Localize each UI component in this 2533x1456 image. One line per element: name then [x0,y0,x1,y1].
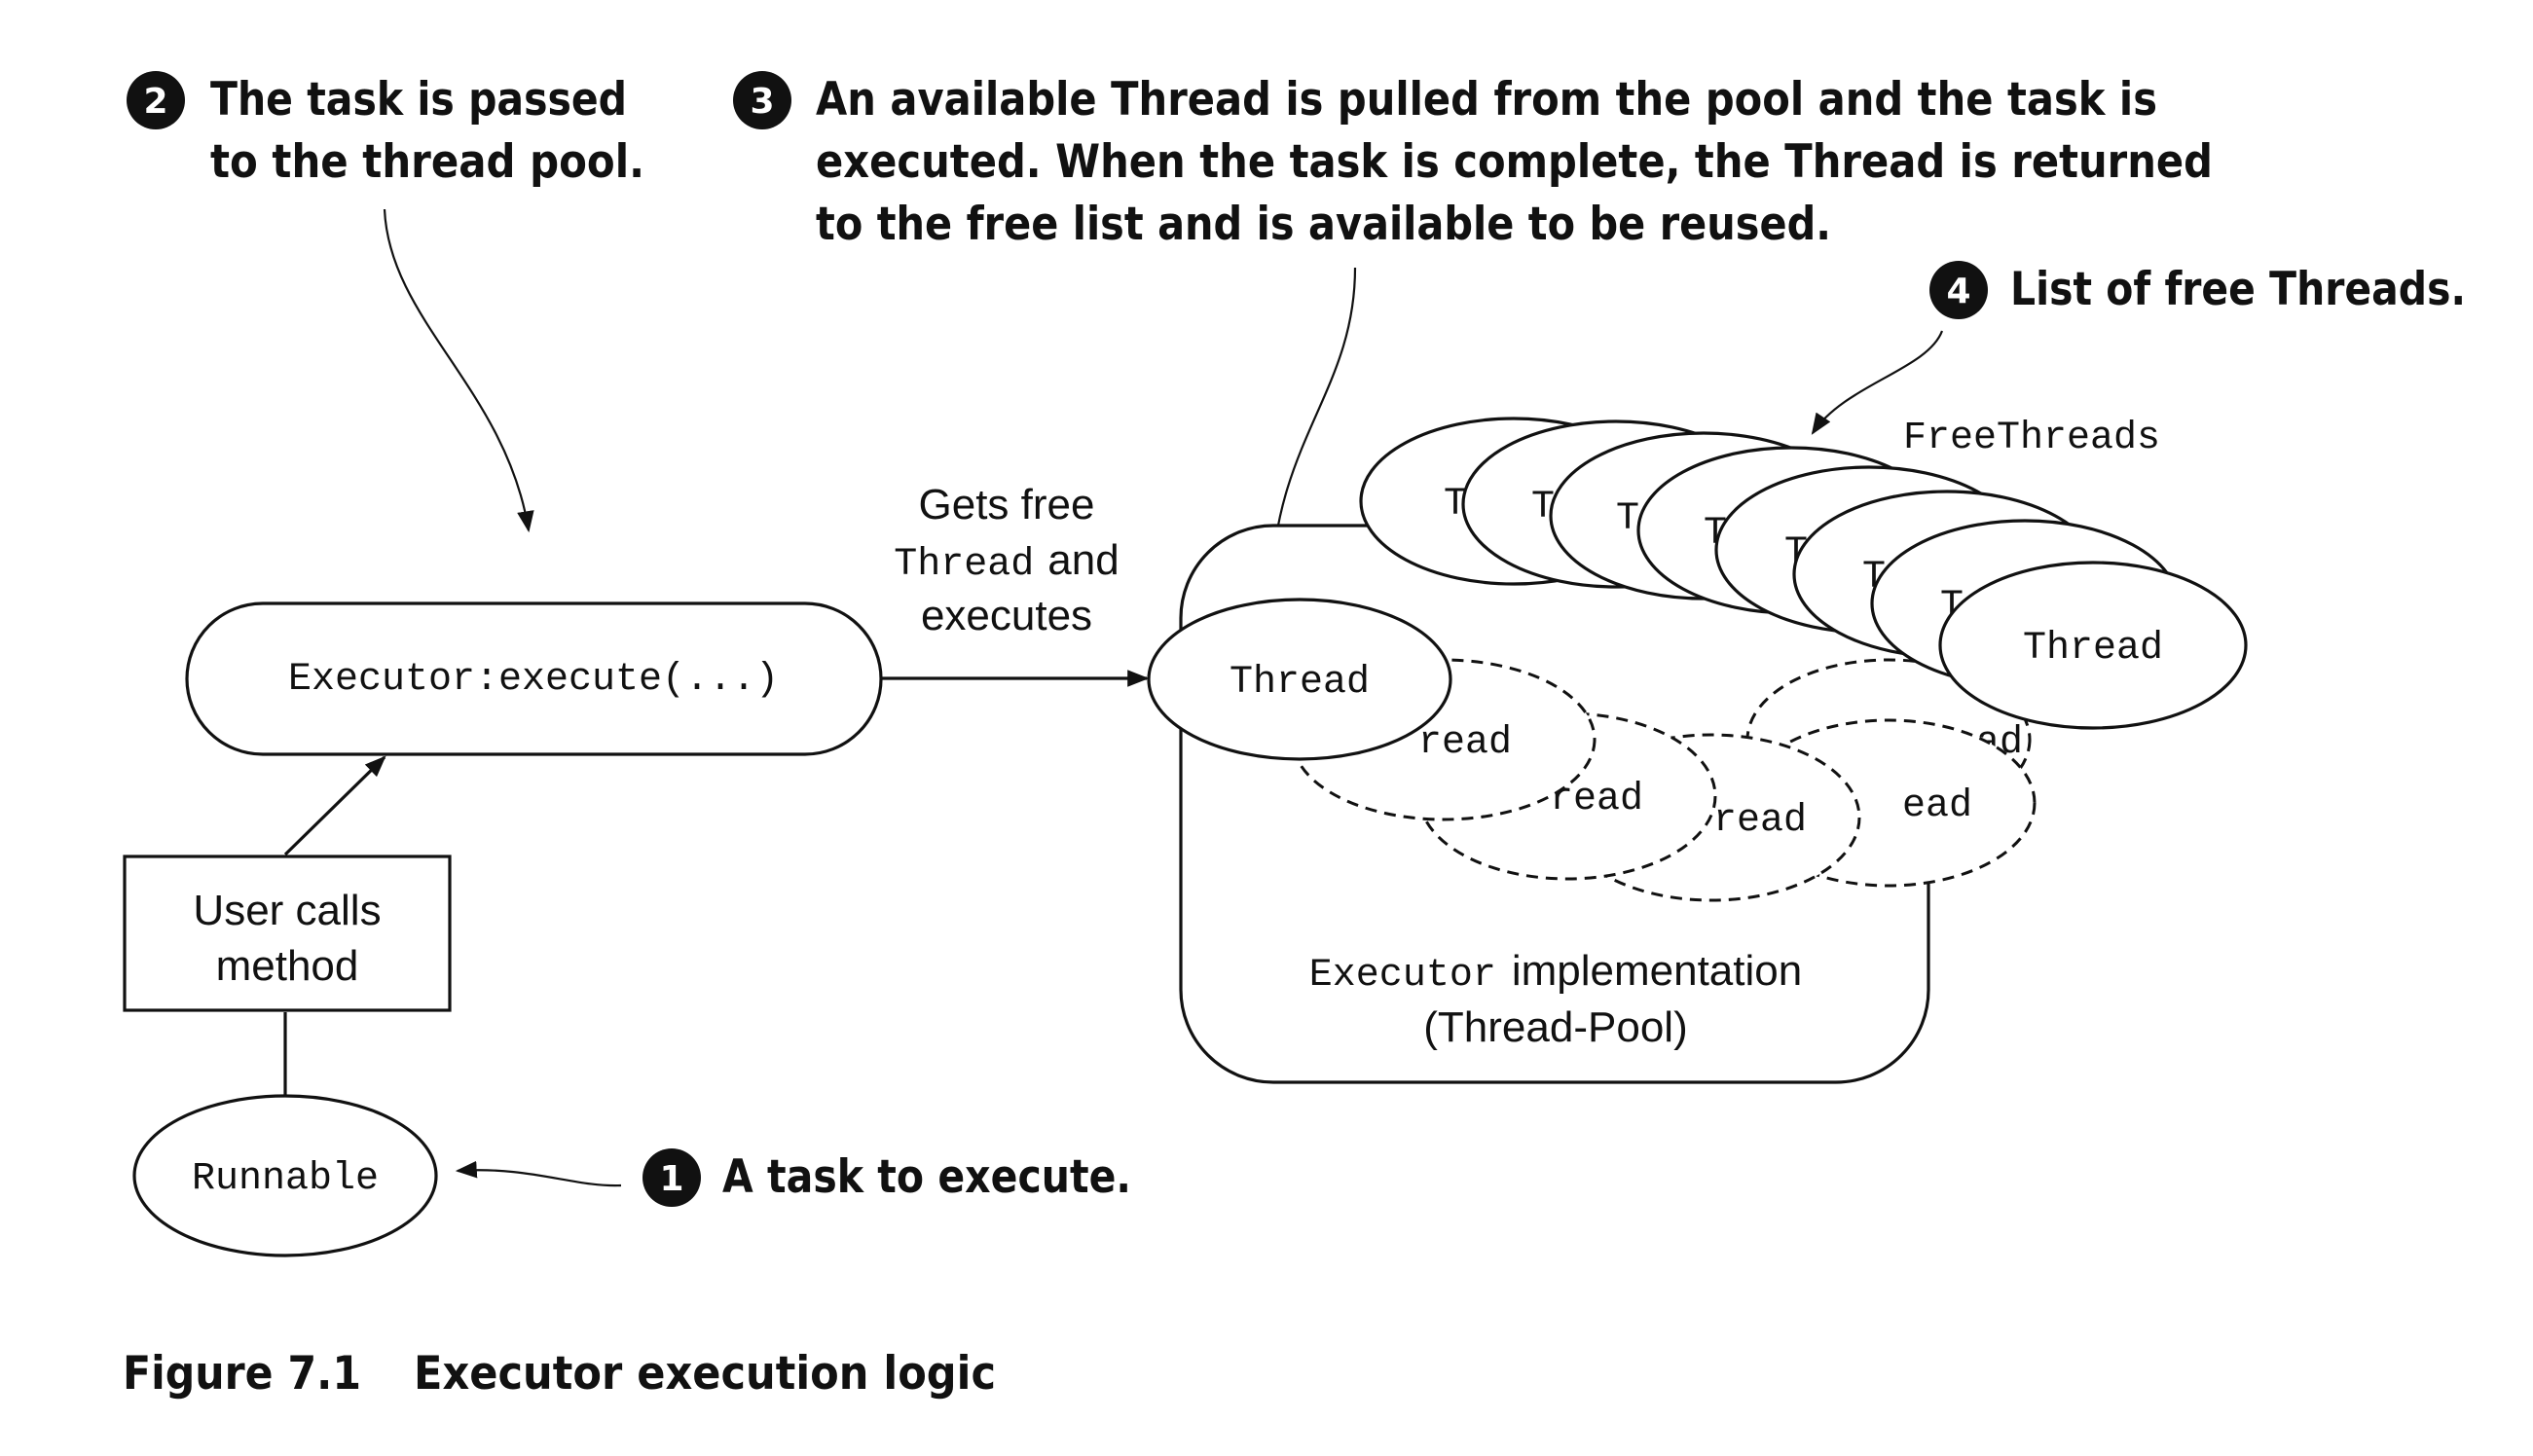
user-calls-line2: method [216,942,359,990]
callout-2-line1: The task is passed [210,73,627,127]
free-thread [1938,561,2248,730]
free-thread-label: Thread [2023,627,2163,671]
callout-4-badge [1929,261,1988,319]
executor-implementation-text: implementation [1512,947,1802,995]
executor-implementation-label: Executor implementation [1309,947,1802,998]
callout-4-number: 4 [1946,272,1970,311]
user-to-executor-edge [283,755,386,856]
figure-label: Figure 7.1 [123,1347,361,1401]
busy-thread-label: ead [1902,784,1972,828]
callout-2-badge [127,71,185,129]
callout-4: 4 List of free Threads. [1929,261,2466,319]
figure-title: Executor execution logic [414,1347,996,1401]
callout-3: 3 An available Thread is pulled from the… [733,71,2213,251]
executor-implementation-line2: (Thread-Pool) [1423,1003,1687,1051]
free-threads-label: FreeThreads [1903,417,2160,460]
callout-1-badge [642,1148,701,1207]
free-threads: T T T T T T T Thread [1359,417,2248,730]
callout-3-line3: to the free list and is available to be … [816,198,1831,251]
callout-1-number: 1 [659,1159,683,1199]
busy-thread-label: read [1418,721,1512,765]
callout-4-pointer [1811,330,1944,435]
callout-3-line1: An available Thread is pulled from the p… [816,73,2157,127]
callout-4-text: List of free Threads. [2010,263,2466,316]
callout-3-number: 3 [750,82,774,122]
user-calls-method-box [123,855,452,1012]
active-thread-label: Thread [1230,661,1370,705]
busy-thread-label: read [1713,799,1807,843]
callout-1-text: A task to execute. [722,1150,1131,1204]
callout-2-line2: to the thread pool. [210,135,644,189]
gets-free-line3: executes [921,592,1092,639]
runnable-node [132,1094,438,1257]
free-thread-label: T [1616,497,1639,541]
executor-implementation-code: Executor [1309,954,1496,998]
executor-execute-label: Executor:execute(...) [288,658,779,702]
callout-2: 2 The task is passed to the thread pool. [127,71,644,189]
callout-2-number: 2 [143,82,167,122]
user-calls-line1: User calls [193,887,381,934]
runnable-label: Runnable [192,1157,379,1201]
callout-1: 1 A task to execute. [642,1148,1131,1207]
gets-free-line2: Thread and [894,536,1119,587]
callout-2-pointer [383,208,534,533]
callout-1-pointer [455,1160,622,1187]
gets-free-line1: Gets free [919,481,1095,528]
callout-3-line2: executed. When the task is complete, the… [816,135,2213,189]
gets-free-and: and [1047,536,1119,584]
gets-free-code: Thread [894,543,1034,587]
callout-3-badge [733,71,791,129]
